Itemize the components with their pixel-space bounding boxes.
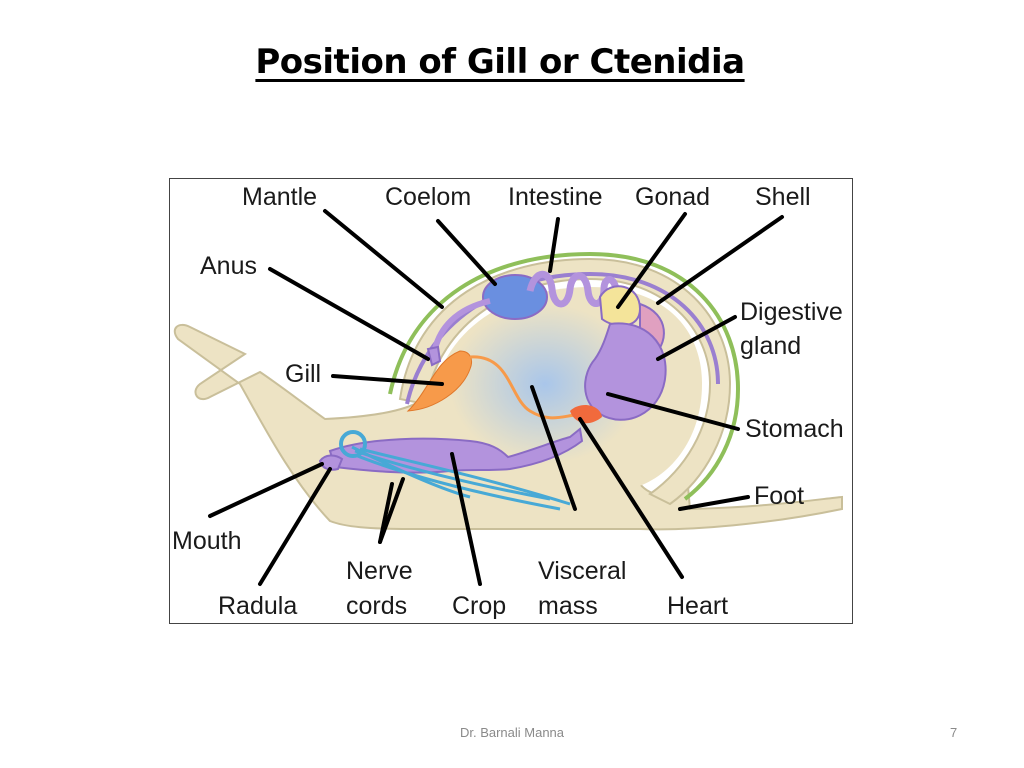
snail-anatomy-figure: Mantle Coelom Intestine Gonad Shell Anus… [169, 178, 853, 624]
label-visceral: Visceral [538, 557, 626, 585]
anus [426, 345, 442, 367]
label-radula: Radula [218, 592, 297, 620]
label-intestine: Intestine [508, 183, 603, 211]
page-number: 7 [950, 725, 958, 740]
label-foot: Foot [754, 482, 804, 510]
slide-title: Position of Gill or Ctenidia [255, 42, 745, 82]
gill-vessel [469, 355, 576, 420]
label-stomach: Stomach [745, 415, 844, 443]
label-cords: cords [346, 592, 407, 620]
radula-spiral [339, 430, 367, 458]
leader-lines [208, 209, 784, 586]
shell-line [388, 251, 741, 501]
snail-anatomy-diagram: Mantle Coelom Intestine Gonad Shell Anus… [172, 183, 844, 620]
label-digestive: Digestive [740, 298, 843, 326]
label-shell: Shell [755, 183, 811, 211]
label-coelom: Coelom [385, 183, 471, 211]
label-mantle: Mantle [242, 183, 317, 211]
intestine [526, 270, 620, 308]
mouth [318, 454, 344, 471]
label-nerve: Nerve [346, 557, 413, 585]
stomach [584, 322, 667, 421]
label-mass: mass [538, 592, 598, 620]
footer-author: Dr. Barnali Manna [459, 725, 565, 740]
heart [570, 405, 602, 424]
label-gland: gland [740, 332, 801, 360]
label-gill: Gill [285, 360, 321, 388]
label-mouth: Mouth [172, 527, 241, 555]
label-crop: Crop [452, 592, 506, 620]
shell [398, 257, 732, 506]
visceral-mass [450, 304, 640, 464]
label-anus: Anus [200, 252, 257, 280]
label-heart: Heart [667, 592, 728, 620]
label-gonad: Gonad [635, 183, 710, 211]
